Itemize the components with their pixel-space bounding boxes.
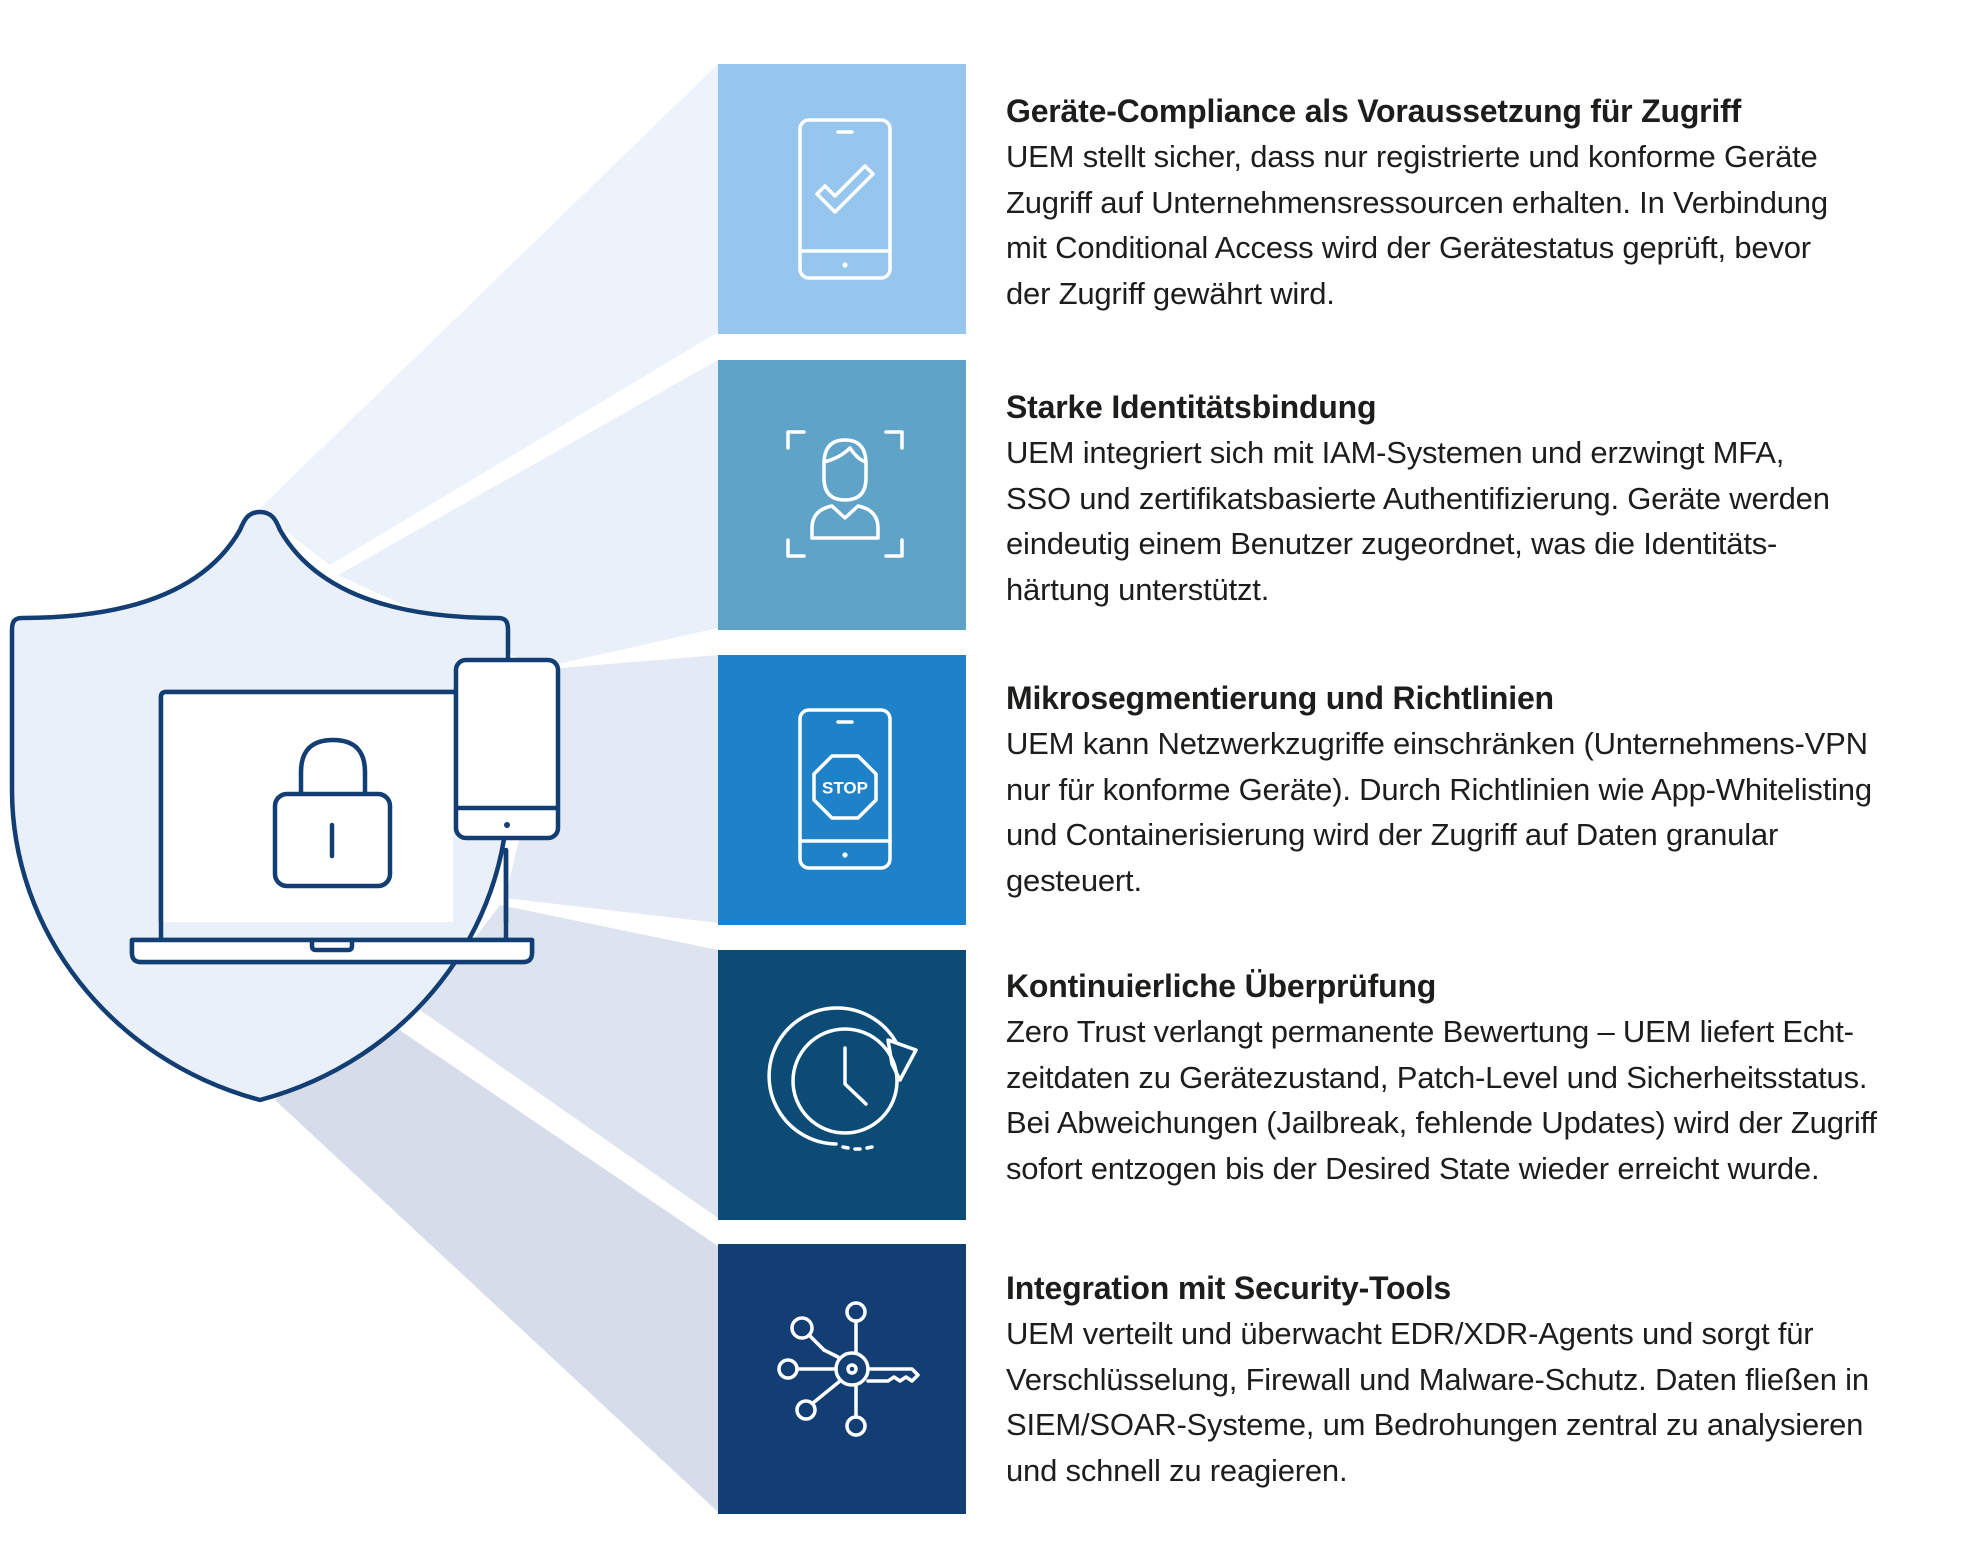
feature-identity-binding: Starke Identitätsbindung UEM integriert … <box>1006 384 1980 612</box>
feature-title: Kontinuierliche Überprüfung <box>1006 968 1437 1004</box>
user-identity-scan-icon <box>786 430 904 558</box>
feature-title: Mikrosegmentierung und Richtlinien <box>1006 680 1554 716</box>
feature-continuous-verification: Kontinuierliche Überprüfung Zero Trust v… <box>1006 963 1980 1191</box>
stop-label: STOP <box>822 778 868 797</box>
laptop-notch <box>309 940 355 953</box>
tile-3 <box>718 655 966 925</box>
smartphone-icon <box>453 657 561 841</box>
beam-4 <box>420 905 718 1218</box>
feature-description: UEM verteilt und überwacht EDR/XDR-Agent… <box>1006 1316 1869 1488</box>
feature-title: Starke Identitätsbindung <box>1006 389 1377 425</box>
smartphone-stop-sign-icon: STOP <box>798 708 892 870</box>
tile-5 <box>718 1244 966 1514</box>
feature-microsegmentation: Mikrosegmentierung und Richtlinien UEM k… <box>1006 675 1980 903</box>
clock-refresh-icon <box>767 1006 918 1151</box>
feature-description: UEM kann Netzwerkzugriffe einschränken (… <box>1006 726 1872 898</box>
padlock-icon <box>272 737 393 889</box>
laptop-sides <box>158 850 509 940</box>
feature-title: Geräte-Compliance als Voraussetzung für … <box>1006 93 1742 129</box>
laptop-screen-edge <box>158 689 455 922</box>
connector-beams <box>258 64 718 1512</box>
tile-1 <box>718 64 966 334</box>
feature-tiles <box>718 64 966 1514</box>
tile-4 <box>718 950 966 1220</box>
beam-2 <box>338 360 718 668</box>
tile-2 <box>718 360 966 630</box>
feature-security-tools-integration: Integration mit Security-Tools UEM verte… <box>1006 1265 1980 1493</box>
feature-description: UEM integriert sich mit IAM-Systemen und… <box>1006 435 1830 607</box>
key-network-icon <box>777 1301 920 1437</box>
feature-description: UEM stellt sicher, dass nur registrierte… <box>1006 139 1828 311</box>
feature-description: Zero Trust verlangt permanente Bewertung… <box>1006 1014 1877 1186</box>
feature-title: Integration mit Security-Tools <box>1006 1270 1452 1306</box>
beam-5 <box>275 1010 718 1512</box>
beam-1 <box>258 64 718 565</box>
smartphone-checkmark-icon <box>798 118 892 280</box>
feature-device-compliance: Geräte-Compliance als Voraussetzung für … <box>1006 88 1980 316</box>
